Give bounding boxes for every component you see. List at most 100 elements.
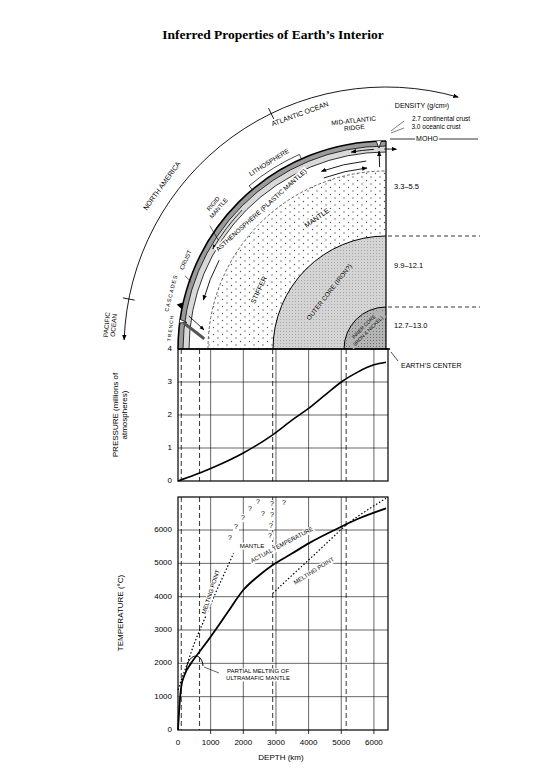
- layer-depth-line: [181, 349, 182, 481]
- diagram-label: TRENCH: [167, 314, 175, 343]
- region-divider-tick: [269, 108, 274, 119]
- diagram-label: ?: [240, 514, 246, 522]
- layer-boundary: [183, 146, 386, 349]
- region-divider-tick: [123, 298, 135, 300]
- density-leader: [391, 121, 404, 131]
- rigid-mantle-leader: [210, 226, 218, 240]
- grid-line: [178, 630, 388, 631]
- diagram-label: MID-ATLANTIC RIDGE: [324, 114, 383, 134]
- diagram-label: MELTING POINT: [200, 568, 221, 616]
- diagram-label: 5000: [331, 739, 351, 748]
- grid-line: [178, 663, 388, 664]
- diagram-label: 2000: [233, 739, 253, 748]
- diagram-label: ?: [267, 532, 273, 540]
- layer-boundary: [189, 152, 386, 349]
- diagram-label: 1000: [153, 692, 173, 701]
- rigid-mantle-layer: [183, 146, 386, 349]
- grid-line: [178, 448, 388, 449]
- core-melting-curve: [273, 498, 386, 593]
- layer-depth-line: [346, 497, 347, 730]
- diagram-label: ?: [227, 534, 233, 542]
- grid-line: [178, 415, 388, 416]
- diagram-label: 9.9–12.1: [393, 262, 424, 270]
- diagram-label: 1: [167, 444, 173, 453]
- trench-notch: [180, 319, 187, 323]
- layer-boundary: [344, 307, 386, 349]
- diagram-label: 4000: [153, 592, 173, 601]
- diagram-label: MELTING POINT: [292, 555, 336, 586]
- diagram-label: 0: [175, 739, 181, 748]
- outer-core-layer: [273, 236, 386, 349]
- diagram-label: 3.0 oceanic crust: [410, 123, 461, 130]
- actual-temperature-curve: [178, 508, 386, 730]
- diagram-label: 2.7 continental crust: [411, 115, 471, 122]
- inner-core-layer: [344, 307, 386, 349]
- pressure-graph-frame: [178, 349, 388, 481]
- grid-line: [178, 696, 388, 697]
- pressure-curve: [178, 362, 386, 481]
- layer-depth-line: [199, 349, 200, 481]
- diagram-label: PACIFIC OCEAN: [101, 306, 118, 343]
- crust-leader: [185, 276, 191, 282]
- ridge-upwelling-arrow: [379, 151, 381, 167]
- cross-section: [123, 87, 480, 361]
- density-divider: [388, 236, 480, 237]
- density-leader: [391, 128, 404, 133]
- temperature-graph-frame: [178, 497, 388, 730]
- diagram-label: PARTIAL MELTING OF ULTRAMAFIC MANTLE: [221, 668, 295, 681]
- layer-depth-line: [346, 349, 347, 481]
- diagram-label: ?: [281, 499, 287, 507]
- layer-boundary: [273, 236, 386, 349]
- diagram-label: ATLANTIC OCEAN: [270, 100, 331, 128]
- spreading-arrow: [351, 149, 374, 152]
- diagram-label: 6000: [364, 739, 384, 748]
- diagram-label: 5000: [153, 559, 173, 568]
- ridge-notch: [376, 141, 381, 148]
- diagram-label: 3000: [266, 739, 286, 748]
- grid-line: [178, 530, 388, 531]
- asthenosphere-base: [208, 171, 386, 349]
- partial-melting-lobe: [186, 656, 203, 671]
- surface-arc: [124, 87, 458, 340]
- diagram-label: 2: [167, 411, 173, 420]
- diagram-label: PRESSURE (millions of atmospheres): [112, 358, 130, 472]
- diagram-label: 2000: [153, 659, 173, 668]
- diagram-label: 4000: [299, 739, 319, 748]
- diagram-label: 6000: [153, 526, 173, 535]
- cascades-volcano: [177, 302, 184, 309]
- convection-arrow: [321, 161, 366, 171]
- diagram-label: ?: [268, 522, 274, 530]
- diagram-label: CASCADES: [163, 273, 179, 314]
- subducting-slab: [184, 323, 205, 339]
- diagram-label: ?: [255, 498, 261, 506]
- spreading-arrow: [384, 149, 396, 150]
- diagram-label: MOHO: [415, 135, 439, 143]
- crust-layer: [178, 141, 386, 349]
- diagram-label: 0: [167, 726, 173, 735]
- diagram-label: ?: [269, 500, 275, 508]
- diagram-label: ?: [269, 511, 275, 519]
- diagram-label: 12.7–13.0: [393, 322, 428, 330]
- diagram-label: 3: [167, 378, 173, 387]
- convection-arrow: [203, 260, 219, 300]
- layer-depth-line: [272, 349, 273, 481]
- diagram-label: TEMPERATURE (°C): [117, 574, 126, 652]
- convection-arrow: [324, 168, 367, 178]
- diagram-label: 1000: [201, 739, 221, 748]
- grid-line: [210, 497, 211, 730]
- layer-boundary: [178, 141, 386, 349]
- grid-line: [178, 382, 388, 383]
- diagram-label: DEPTH (km): [257, 754, 304, 763]
- subduction-arrow: [189, 316, 204, 330]
- diagram-label: CRUST: [178, 248, 193, 271]
- asthenosphere-layer: [189, 152, 386, 349]
- diagram-label: 0: [167, 477, 173, 486]
- section-edge: [385, 141, 386, 349]
- diagram-label: 4: [167, 345, 173, 354]
- diagram-label: ?: [247, 505, 253, 513]
- diagram-label: 3000: [153, 626, 173, 635]
- grid-line: [373, 497, 374, 730]
- diagram-label: DENSITY (g/cm³): [394, 102, 450, 110]
- diagram-title: Inferred Properties of Earth’s Interior: [162, 27, 384, 43]
